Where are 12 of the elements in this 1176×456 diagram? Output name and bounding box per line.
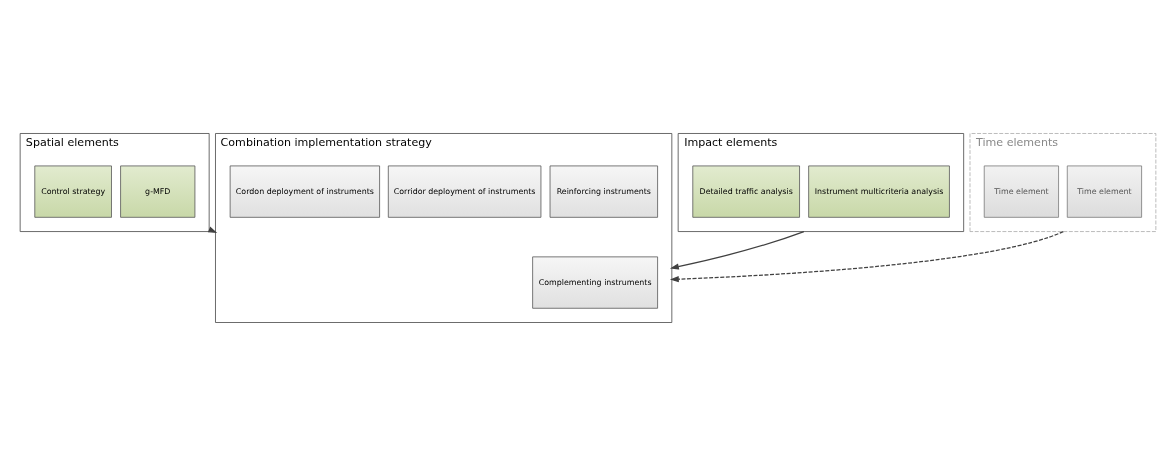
- node-box: Detailed traffic analysis: [692, 165, 800, 218]
- node-box: Corridor deployment of instruments: [387, 165, 542, 218]
- node-box: g-MFD: [120, 165, 196, 218]
- node-box: Reinforcing instruments: [549, 165, 658, 218]
- node-box: Control strategy: [34, 165, 112, 218]
- node-box: Time element: [1066, 165, 1142, 218]
- arrow: [669, 230, 805, 270]
- node-box: Complementing instruments: [532, 256, 658, 309]
- node-box: Instrument multicriteria analysis: [808, 165, 950, 218]
- node-box: Time element: [983, 165, 1059, 218]
- arrow: [669, 230, 1064, 283]
- node-box: Cordon deployment of instruments: [229, 165, 380, 218]
